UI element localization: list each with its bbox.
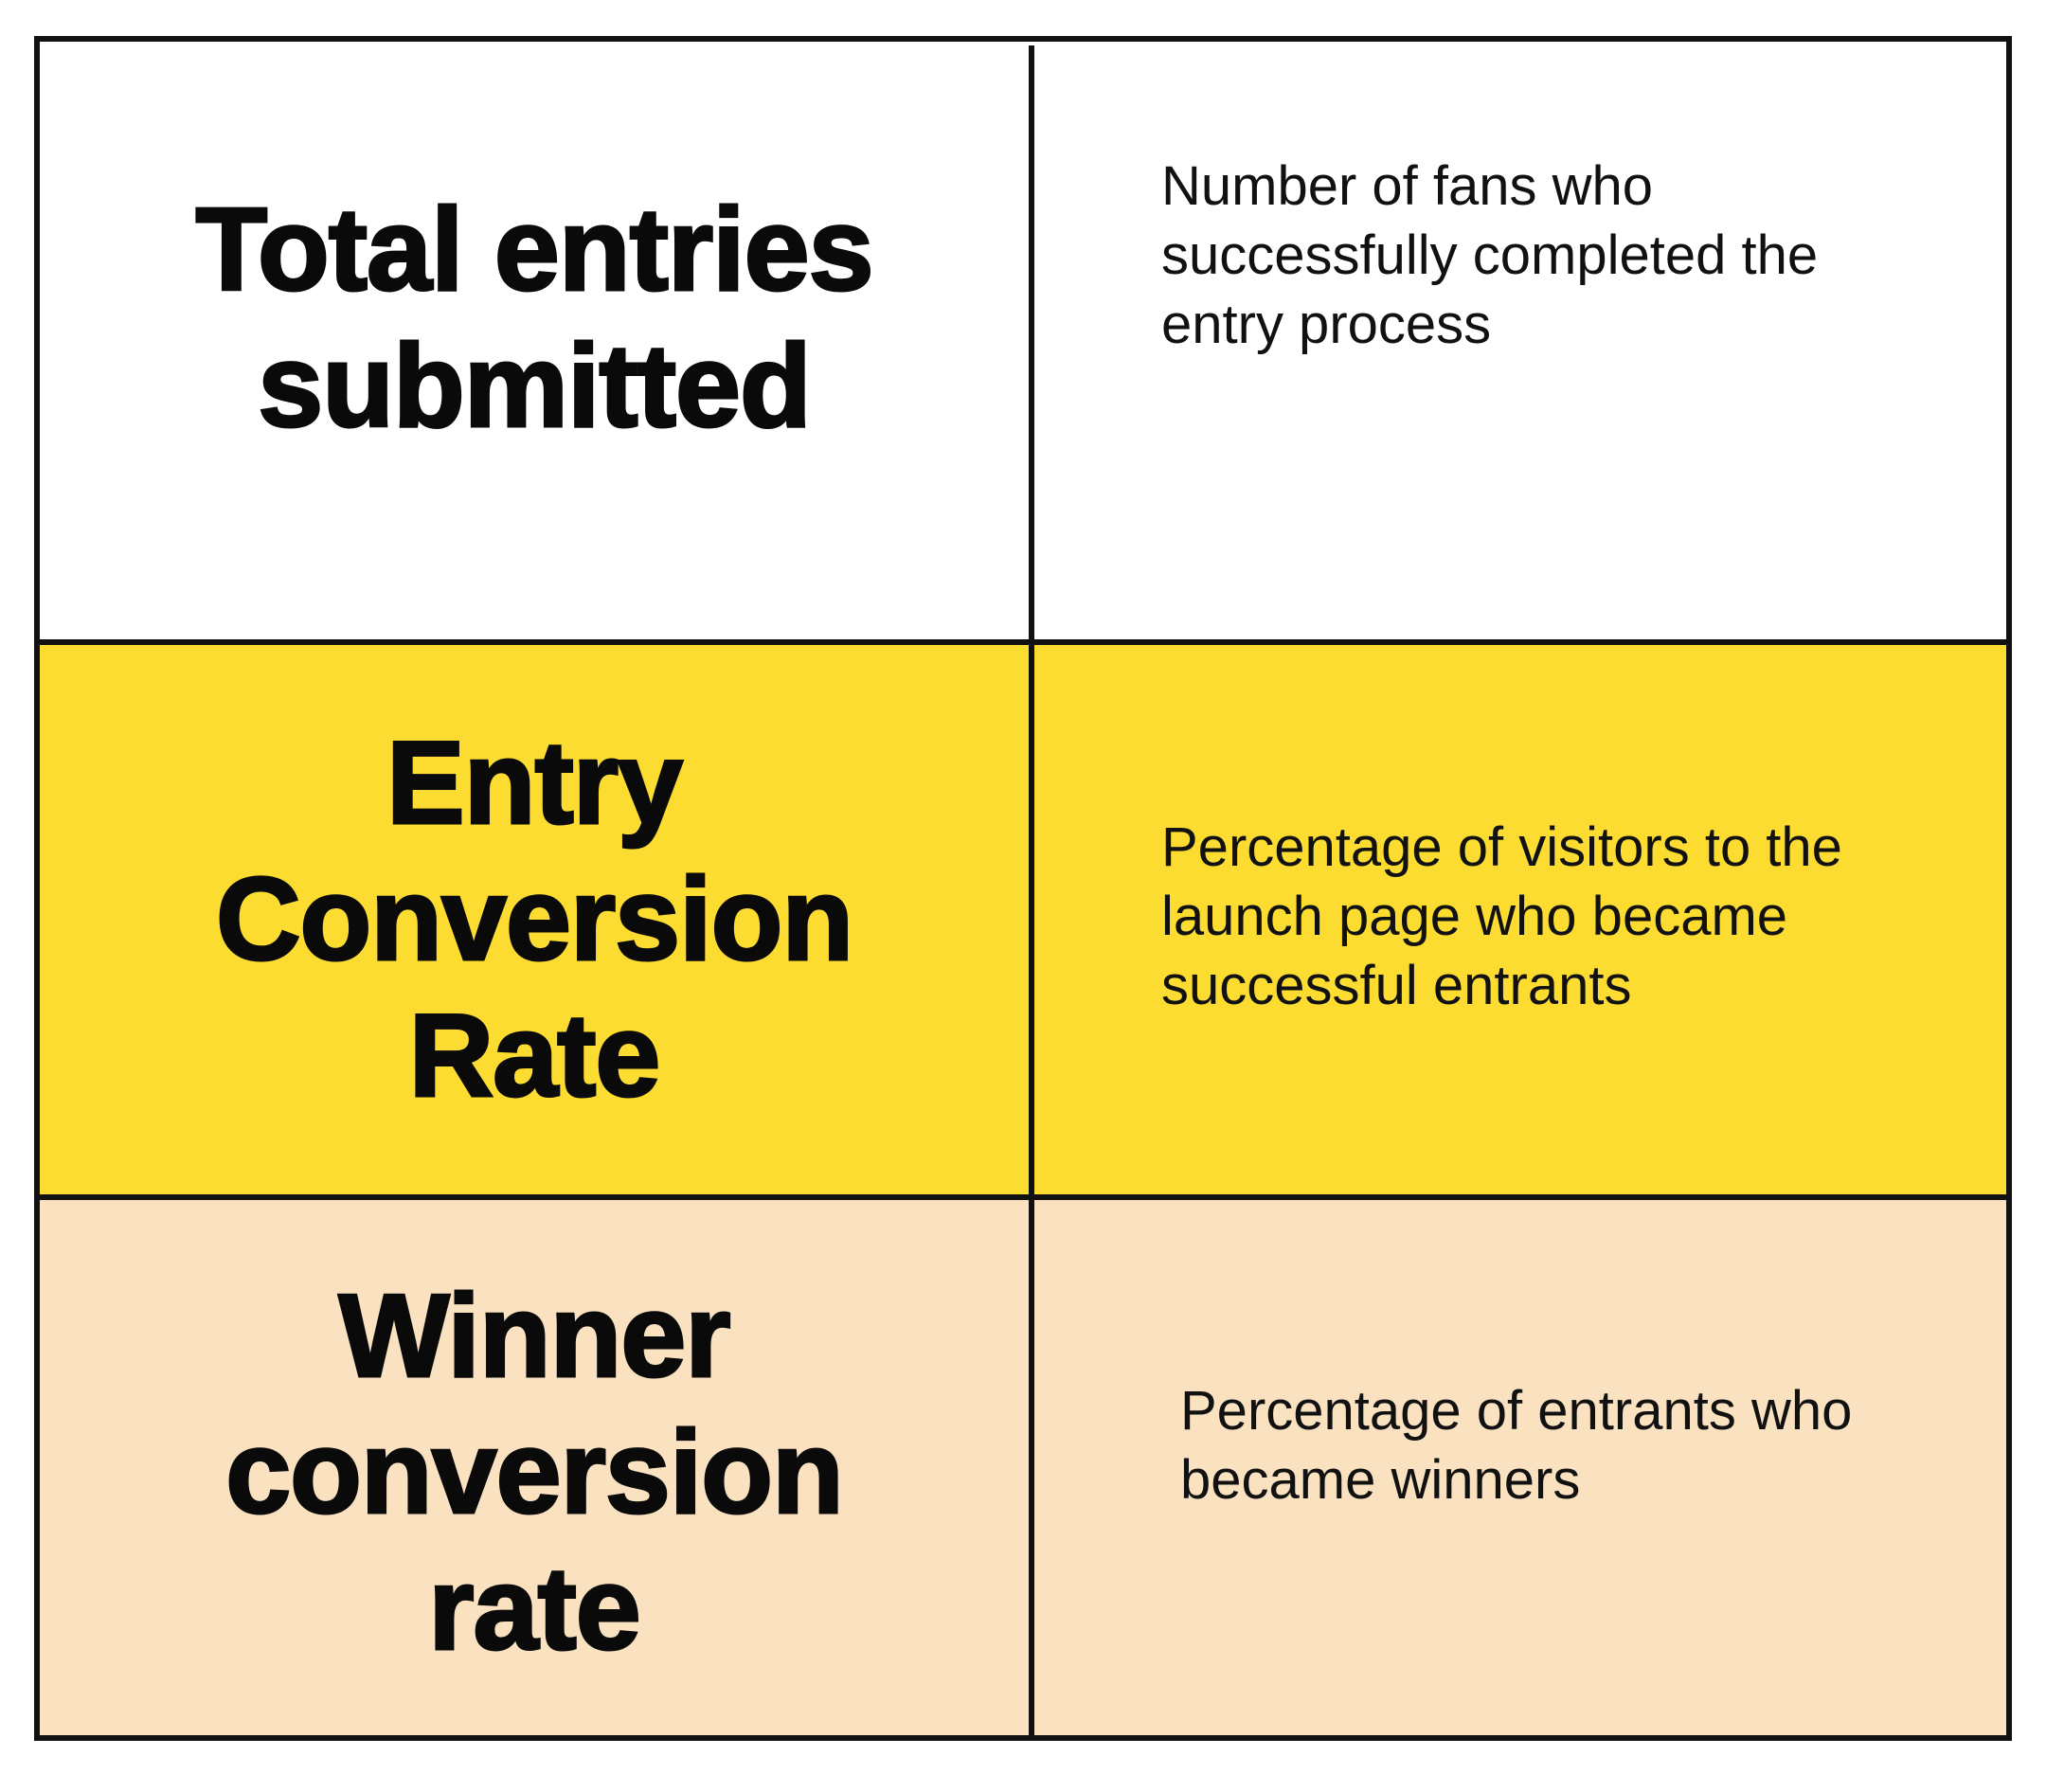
table-row: Total entries submitted Number of fans w… (40, 42, 2006, 639)
description-text: Percentage of entrants who became winner… (1180, 1379, 1853, 1511)
table-row: Winner conversion rate Percentage of ent… (40, 1194, 2006, 1735)
column-divider (1029, 1194, 1034, 1735)
table-row: Entry Conversion Rate Percentage of visi… (40, 639, 2006, 1194)
metrics-table: Total entries submitted Number of fans w… (34, 36, 2012, 1741)
description-text: Number of fans who successfully complete… (1161, 155, 1819, 355)
term-cell: Winner conversion rate (40, 1200, 1029, 1735)
term-label: Winner conversion rate (224, 1269, 846, 1676)
term-label: Total entries submitted (194, 183, 875, 453)
column-divider (1029, 639, 1034, 1200)
column-divider (1029, 45, 1034, 639)
description-cell: Number of fans who successfully complete… (1034, 42, 2006, 639)
term-cell: Entry Conversion Rate (40, 645, 1029, 1194)
description-text: Percentage of visitors to the launch pag… (1161, 815, 1842, 1016)
term-label: Entry Conversion Rate (214, 717, 854, 1123)
term-cell: Total entries submitted (40, 42, 1029, 639)
description-cell: Percentage of visitors to the launch pag… (1034, 645, 2006, 1194)
description-cell: Percentage of entrants who became winner… (1034, 1200, 2006, 1735)
